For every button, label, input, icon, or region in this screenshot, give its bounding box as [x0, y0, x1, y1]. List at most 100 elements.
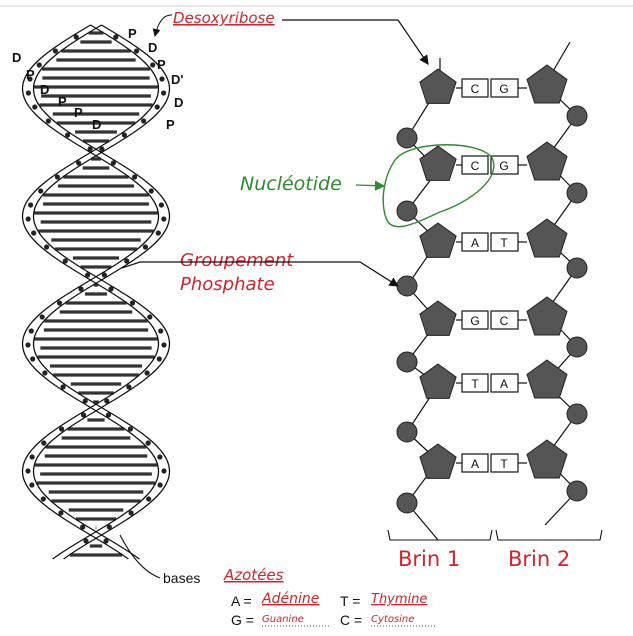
helix-dot — [99, 146, 105, 152]
deoxyribose-strand-1 — [419, 222, 457, 258]
helix-dot — [113, 34, 119, 40]
helix-strand-b-edge-left — [21, 24, 160, 560]
helix-dot — [45, 118, 52, 124]
phosphate-strand-2 — [566, 182, 588, 204]
base-letter-strand-1: T — [471, 377, 479, 391]
helix-dot — [78, 286, 84, 292]
helix-dot — [105, 412, 112, 418]
double-helix: P D D P P D' D P D P D P — [12, 24, 183, 560]
phosphate-strand-1 — [396, 200, 418, 222]
desoxyribose-label: Desoxyribose — [173, 9, 275, 27]
helix-label-p-3: P — [26, 67, 35, 82]
brin-1-brace — [387, 529, 493, 541]
base-letter-strand-1: A — [471, 236, 479, 250]
base-box-strand-2 — [490, 78, 519, 98]
helix-dot — [44, 244, 50, 250]
brin-2-brace — [495, 529, 603, 541]
helix-dot — [28, 202, 34, 208]
helix-label-d-4: D — [174, 95, 183, 110]
phosphate-strand-2 — [566, 257, 588, 279]
helix-dot — [127, 426, 133, 432]
brin-2-label: Brin 2 — [508, 547, 570, 571]
legend-c-value: Cytosine — [371, 614, 414, 625]
helix-dot — [106, 524, 112, 530]
helix-dot — [80, 524, 86, 530]
helix-dot — [142, 244, 148, 250]
nucleotide-arrow — [355, 180, 386, 191]
deoxyribose-strand-2 — [526, 296, 568, 336]
helix-dot — [56, 300, 63, 306]
phosphate-arrow — [121, 261, 400, 287]
helix-dot — [36, 62, 42, 68]
phosphate-strand-1 — [396, 275, 418, 297]
legend-t-key: T = — [340, 593, 360, 609]
helix-dot — [158, 202, 164, 208]
helix-dot — [60, 384, 66, 390]
helix-base-rungs — [34, 31, 158, 557]
base-box-strand-2 — [490, 453, 519, 473]
helix-dot — [126, 384, 132, 390]
helix-dot — [80, 412, 87, 418]
helix-dot — [25, 342, 31, 348]
helix-dot — [59, 426, 65, 432]
helix-dot — [82, 398, 88, 404]
deoxyribose-strand-1 — [419, 363, 457, 399]
base-box-strand-1 — [461, 232, 489, 252]
deoxyribose-strand-2 — [526, 218, 568, 258]
bases-leader-line — [119, 534, 161, 579]
base-box-strand-2 — [490, 155, 519, 175]
deoxyribose-strand-1 — [419, 145, 457, 181]
azotees-label: Azotées — [223, 566, 284, 584]
base-letter-strand-1: C — [471, 82, 480, 96]
helix-dot — [148, 188, 154, 194]
helix-dot — [41, 440, 47, 446]
base-letter-strand-1: G — [470, 314, 479, 328]
phosphate-strand-2 — [566, 336, 588, 358]
base-box-strand-1 — [461, 78, 489, 98]
base-box-strand-1 — [461, 310, 489, 330]
base-letter-strand-1: C — [471, 159, 480, 173]
helix-dot — [30, 356, 36, 362]
helix-label-d-1: D — [148, 40, 157, 55]
phosphate-strand-1 — [396, 127, 418, 149]
helix-dot — [29, 454, 35, 460]
helix-dot — [132, 174, 138, 180]
brin-1-label: Brin 1 — [398, 547, 460, 571]
helix-dot — [58, 510, 64, 516]
deoxyribose-strand-2 — [526, 141, 568, 181]
helix-dot — [25, 90, 31, 96]
base-letter-strand-2: G — [499, 82, 508, 96]
deoxyribose-strand-1 — [419, 443, 457, 479]
helix-dot — [154, 104, 160, 110]
annotations: Desoxyribose Nucléotide Groupement Phosp… — [119, 9, 603, 628]
deoxyribose-strand-2 — [526, 439, 568, 479]
helix-dot — [147, 314, 153, 320]
helix-dot — [121, 132, 127, 138]
helix-dot — [87, 146, 93, 152]
helix-dot — [39, 314, 45, 320]
groupement-label-line2: Phosphate — [180, 274, 275, 295]
base-letter-strand-2: T — [500, 236, 508, 250]
base-box-strand-1 — [461, 453, 489, 473]
helix-dot — [158, 328, 164, 334]
helix-strand-a-edge-left — [21, 24, 160, 560]
helix-dot — [129, 300, 136, 306]
helix-dot — [110, 160, 116, 166]
helix-dot — [31, 230, 37, 236]
legend-a-key: A = — [231, 593, 252, 609]
base-box-strand-1 — [461, 155, 489, 175]
legend-c-key: C = — [340, 612, 362, 628]
helix-dot — [32, 104, 38, 110]
helix-dots — [25, 34, 167, 544]
helix-dot — [134, 48, 140, 54]
helix-label-d-3: D — [40, 82, 49, 97]
helix-dot — [157, 482, 163, 488]
phosphate-strand-1 — [396, 492, 418, 514]
legend-g-value: Guanine — [262, 614, 304, 625]
helix-label-p-2: P — [157, 57, 166, 72]
deoxyribose-strand-2 — [526, 64, 568, 104]
phosphate-strand-1 — [396, 421, 418, 443]
